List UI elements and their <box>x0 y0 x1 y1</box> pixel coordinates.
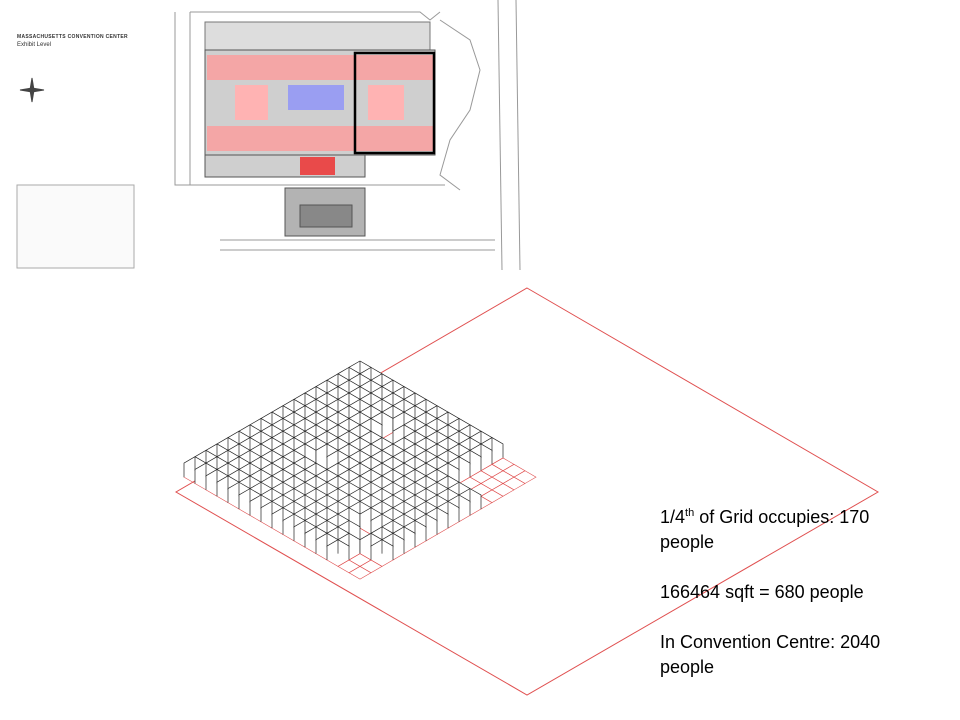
grid-cell <box>348 553 372 567</box>
grid-cell <box>513 470 537 484</box>
grid-cell <box>469 470 493 484</box>
note-quarter-sup: th <box>685 507 695 519</box>
grid-cell <box>480 463 504 478</box>
note-quarter-cont: people <box>660 532 715 552</box>
note-sqft: 166464 sqft = 680 people <box>660 582 864 602</box>
grid-cell <box>359 559 383 574</box>
floor-plan <box>16 0 521 271</box>
note-convention: In Convention Centre: 2040 people <box>660 630 920 680</box>
grid-cell <box>502 476 526 491</box>
grid-cell <box>491 470 515 484</box>
note-quarter-grid: 1/4th of Grid occupies: 170 people <box>660 505 920 555</box>
grid-cell <box>480 476 504 491</box>
map-subtitle: Exhibit Level <box>17 42 52 48</box>
grid-cell <box>480 489 504 503</box>
note-quarter-prefix: 1/4 <box>660 507 686 527</box>
grid-cell <box>491 457 515 472</box>
booth-cluster <box>183 360 537 580</box>
grid-cell <box>491 483 515 497</box>
map-title: MASSACHUSETTS CONVENTION CENTER <box>17 34 128 40</box>
note-convention-main: In Convention Centre: 2040 <box>660 632 881 652</box>
grid-cell <box>337 559 361 574</box>
note-convention-cont: people <box>660 657 715 677</box>
grid-cell <box>348 566 372 580</box>
grid-cell <box>502 463 526 478</box>
note-quarter-suffix: of Grid occupies: 170 <box>694 507 870 527</box>
